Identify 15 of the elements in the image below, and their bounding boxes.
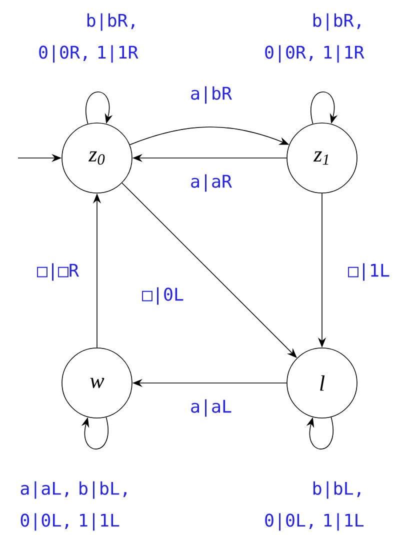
- arrow: [81, 416, 108, 450]
- edge-label: □|□R: [36, 262, 80, 282]
- arrow: [122, 182, 297, 358]
- edge-label: □|1L: [346, 262, 392, 282]
- edge-label: □|0L: [140, 286, 186, 306]
- edge-label: a|aR: [188, 172, 234, 194]
- edge-label: b|bR, 0|0R, 1|1R: [24, 12, 140, 64]
- edge-label: a|bR: [188, 84, 234, 106]
- edge-label: b|bR, 0|0R, 1|1R: [250, 12, 366, 64]
- arrow: [306, 416, 334, 450]
- arrow: [86, 92, 113, 124]
- edge-label: b|bL, 0|0L, 1|1L: [250, 480, 366, 532]
- arrow: [310, 92, 338, 124]
- edge-label: a|aL, b|bL, 0|0L, 1|1L: [18, 480, 146, 532]
- edge-label: a|aL: [188, 398, 234, 418]
